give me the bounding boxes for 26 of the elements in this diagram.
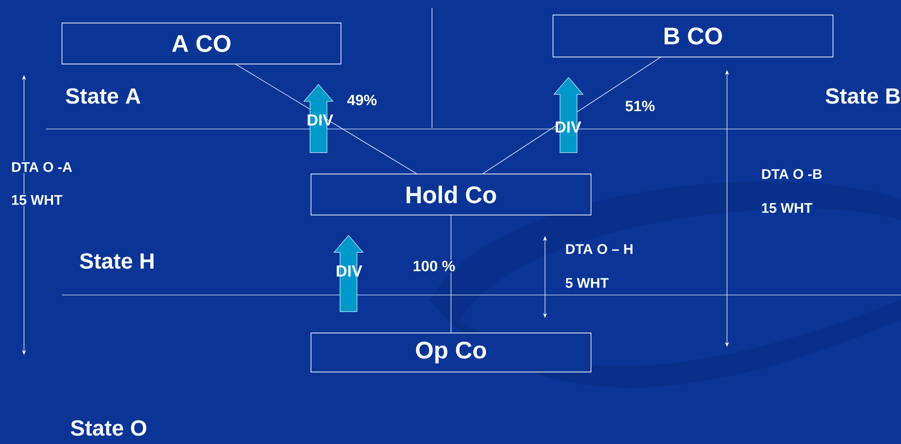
company-box: A CO xyxy=(62,22,342,64)
state-label: State H xyxy=(80,253,154,269)
dimension-label: DTA O – H xyxy=(564,243,634,255)
arrow-label: DIV xyxy=(308,114,334,126)
edge-label: 51% xyxy=(624,100,656,112)
arrow-label: DIV xyxy=(336,266,362,276)
edge-label: 49% xyxy=(346,94,378,106)
state-label: State O xyxy=(70,420,146,436)
arrow-label: DIV xyxy=(556,122,582,132)
state-label: State A xyxy=(66,88,140,104)
connector-line xyxy=(450,215,452,333)
dimension-label: DTA O -B xyxy=(760,168,824,180)
dividend-arrow xyxy=(334,235,364,312)
dimension-label: 15 WHT xyxy=(760,202,814,214)
dimension-label: DTA O -A xyxy=(10,161,74,173)
company-box: Op Co xyxy=(310,332,592,372)
company-box: B CO xyxy=(552,14,834,58)
dividend-arrow xyxy=(554,77,584,153)
dimension-label: 5 WHT xyxy=(564,277,610,289)
dimension-label: 15 WHT xyxy=(10,194,64,206)
connector-line xyxy=(236,64,417,174)
state-label: State B xyxy=(826,88,900,104)
edge-label: 100 % xyxy=(412,260,456,272)
dividend-arrow xyxy=(304,84,334,153)
connector-line xyxy=(482,57,661,174)
company-box: Hold Co xyxy=(310,174,592,216)
